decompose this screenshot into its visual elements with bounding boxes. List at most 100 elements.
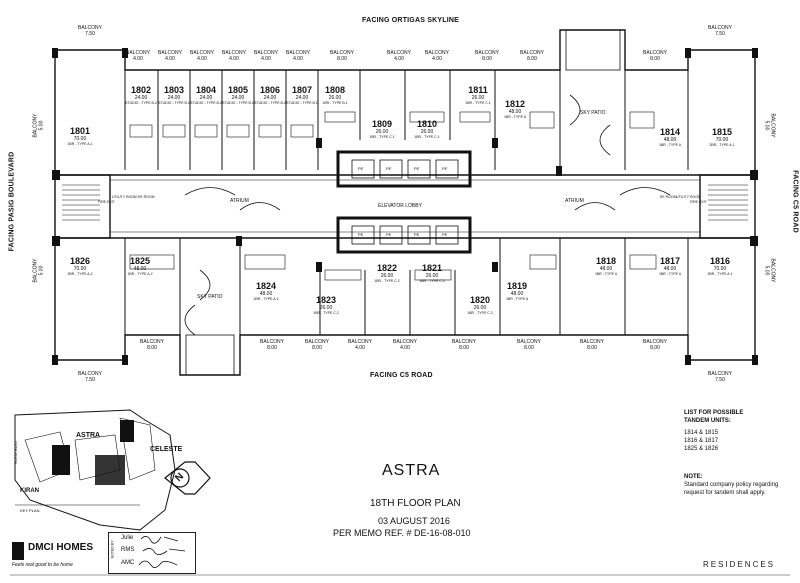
fire-exit-label-left: FIRE EXIT	[98, 200, 115, 204]
elevator-tag: PE	[442, 166, 448, 171]
fire-exit-label-right: FIRE EXIT	[690, 200, 707, 204]
elevator-tag: PE	[414, 166, 420, 171]
note-line-2: request for tandem shall apply.	[684, 490, 766, 496]
approval-r1: Julie	[121, 535, 134, 541]
atrium-label-right: ATRIUM	[565, 198, 584, 204]
key-plan-astra: ASTRA	[76, 432, 101, 439]
key-plan-map	[14, 409, 176, 531]
memo-ref: PER MEMO REF. # DE-16-08-010	[333, 528, 471, 538]
key-plan-label: KEY PLAN	[20, 508, 40, 513]
key-plan-road: PASIG BLVD	[13, 440, 19, 465]
facing-left-label: FACING PASIG BOULEVARD	[8, 151, 16, 252]
tandem-pair: 1816 & 1817	[684, 438, 719, 444]
atrium-label-left: ATRIUM	[230, 198, 249, 204]
facing-top-label: FACING ORTIGAS SKYLINE	[362, 17, 459, 24]
approval-stamp: NOTED BY: Julie RMS AMC	[108, 532, 196, 574]
elevator-tag: PE	[386, 166, 392, 171]
project-title: ASTRA	[382, 462, 441, 479]
plan-title: 18TH FLOOR PLAN	[370, 498, 461, 509]
approval-r2: RMS	[121, 547, 135, 553]
ee-room-label-left: EE ROOM	[138, 195, 155, 199]
note-line-1: Standard company policy regarding	[684, 482, 779, 488]
sky-patio-label-bottom: SKY PATIO	[197, 294, 223, 300]
facing-right-label: FACING C5 ROAD	[791, 170, 799, 233]
elevator-tag: PE	[442, 232, 448, 237]
key-plan-celeste: CELESTE	[150, 446, 183, 453]
sky-patio-label-top: SKY PATIO	[580, 110, 606, 116]
signature-marks	[138, 536, 186, 568]
company-name: DMCI HOMES	[28, 542, 93, 553]
ee-room-label-right: EE ROOM	[660, 195, 677, 199]
north-arrow-icon	[164, 461, 211, 495]
utility-room-label-right: UTILITY ROOM	[676, 195, 701, 199]
brand-residences: RESIDENCES	[703, 560, 776, 569]
tandem-pair: 1825 & 1826	[684, 446, 719, 452]
key-plan-kiran: KIRAN	[20, 488, 39, 494]
elevator-tag: PE	[386, 232, 392, 237]
company-logo: DMCI HOMES Feels real good to be home	[12, 540, 104, 570]
note-heading: NOTE:	[684, 474, 703, 480]
approval-r3: AMC	[121, 560, 135, 566]
utility-room-label-left: UTILITY ROOM	[112, 195, 137, 199]
tandem-pair: 1814 & 1815	[684, 430, 719, 436]
company-tagline: Feels real good to be home	[12, 562, 73, 568]
elevator-lobby-label: ELEVATOR LOBBY	[378, 203, 422, 209]
elevator-tag: PE	[358, 166, 364, 171]
plan-date: 03 AUGUST 2016	[378, 516, 450, 526]
logo-mark-icon	[12, 542, 24, 560]
tandem-heading-2: TANDEM UNITS:	[684, 418, 731, 424]
tandem-heading-1: LIST FOR POSSIBLE	[684, 410, 744, 416]
